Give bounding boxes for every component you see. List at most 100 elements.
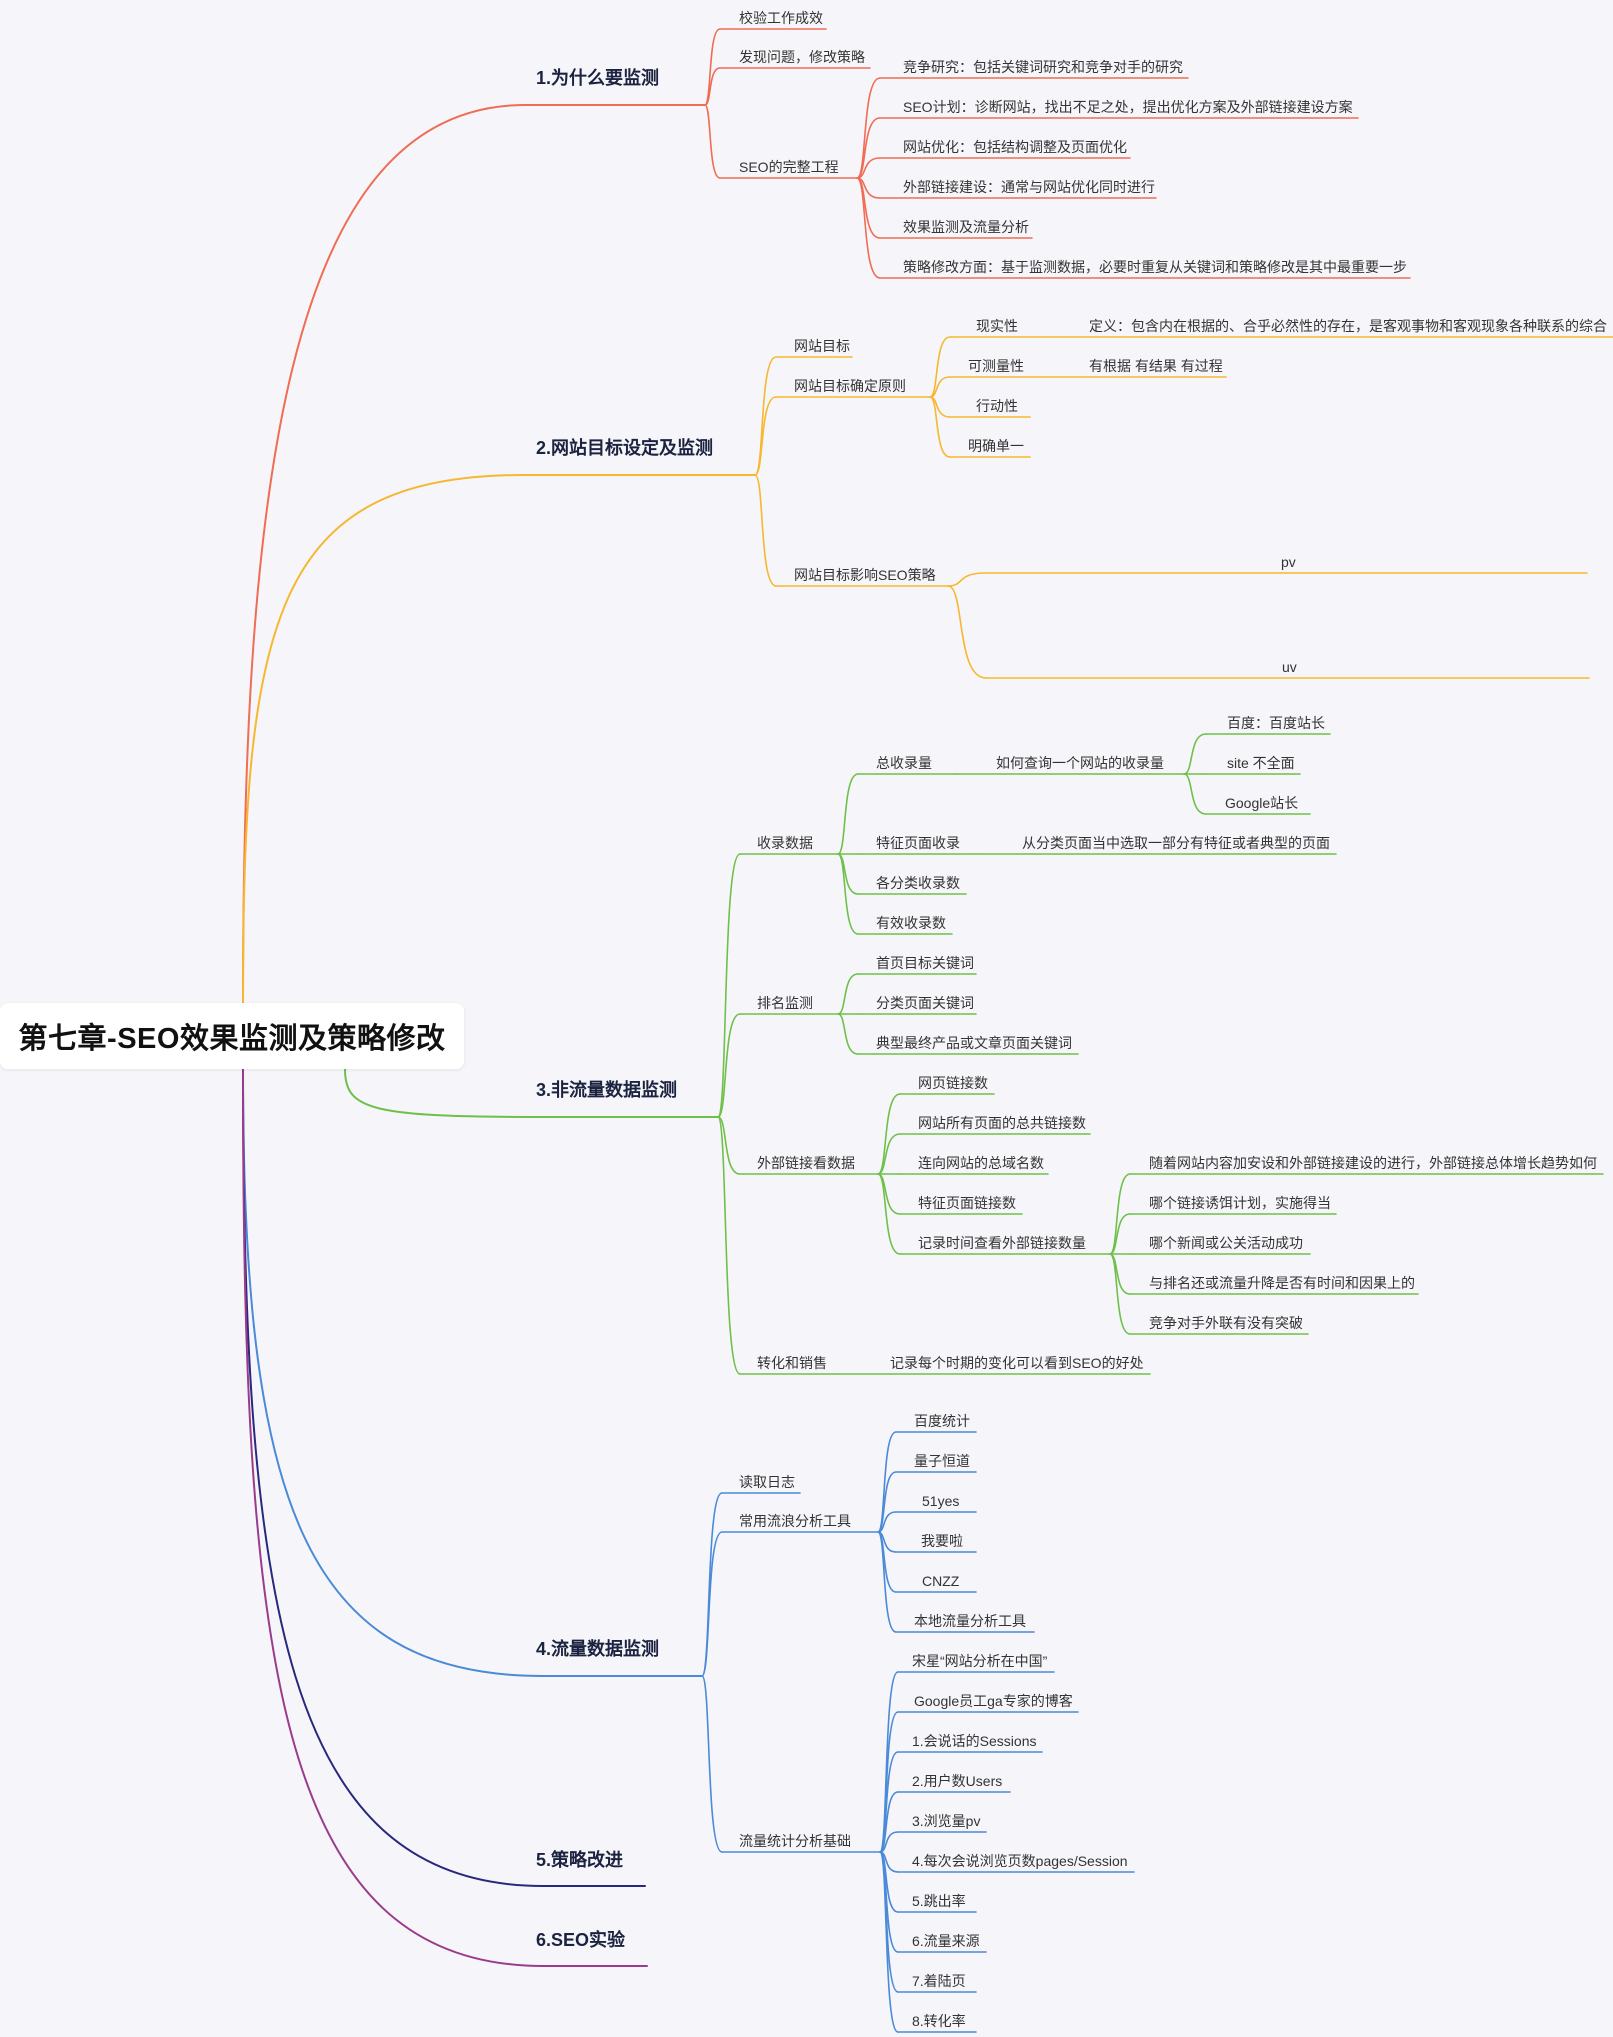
b4-local-tool[interactable]: 本地流量分析工具 bbox=[914, 1613, 1026, 1629]
b2-single[interactable]: 明确单一 bbox=[968, 438, 1024, 454]
connector-52 bbox=[837, 773, 859, 855]
b3-conversion-desc[interactable]: 记录每个时期的变化可以看到SEO的好处 bbox=[890, 1355, 1144, 1371]
b3-valid-index[interactable]: 有效收录数 bbox=[876, 915, 946, 931]
b2-measurable-def[interactable]: 有根据 有结果 有过程 bbox=[1089, 358, 1223, 374]
b4-bounce[interactable]: 5.跳出率 bbox=[912, 1893, 966, 1909]
connector-16 bbox=[856, 157, 881, 179]
b3-cat-kw[interactable]: 分类页面关键词 bbox=[876, 995, 974, 1011]
b4-cnzz[interactable]: CNZZ bbox=[922, 1573, 960, 1589]
b4-google-blog[interactable]: Google员工ga专家的博客 bbox=[914, 1693, 1073, 1709]
connector-46 bbox=[717, 1013, 741, 1118]
b3-all-links[interactable]: 网站所有页面的总共链接数 bbox=[918, 1115, 1086, 1131]
connector-48 bbox=[717, 1116, 741, 1175]
connector-3 bbox=[242, 1068, 703, 1677]
connector-86 bbox=[1109, 1213, 1131, 1255]
b3-domains[interactable]: 连向网站的总域名数 bbox=[918, 1155, 1044, 1171]
connector-58 bbox=[837, 853, 859, 935]
b4-51yes[interactable]: 51yes bbox=[922, 1493, 960, 1509]
connector-44 bbox=[717, 853, 741, 1118]
b1-links[interactable]: 外部链接建设：通常与网站优化同时进行 bbox=[903, 179, 1155, 195]
branch-4-title[interactable]: 4.流量数据监测 bbox=[536, 1639, 660, 1659]
branch-3-title[interactable]: 3.非流量数据监测 bbox=[536, 1080, 678, 1100]
b3-baidu[interactable]: 百度：百度站长 bbox=[1227, 715, 1325, 731]
b3-competitor[interactable]: 竞争对手外联有没有突破 bbox=[1149, 1315, 1303, 1331]
b3-total-index[interactable]: 总收录量 bbox=[876, 755, 932, 771]
b2-uv[interactable]: uv bbox=[1282, 659, 1297, 675]
b3-page-links[interactable]: 网页链接数 bbox=[918, 1075, 988, 1091]
b2-measurable[interactable]: 可测量性 bbox=[968, 358, 1024, 374]
b4-basics[interactable]: 流量统计分析基础 bbox=[739, 1833, 851, 1849]
connector-99 bbox=[701, 1675, 723, 1853]
b3-feature-index[interactable]: 特征页面收录 bbox=[876, 835, 960, 851]
b4-woyaola[interactable]: 我要啦 bbox=[921, 1533, 963, 1549]
b4-pages-session[interactable]: 4.每次会说浏览页数pages/Session bbox=[912, 1853, 1128, 1869]
b2-principles[interactable]: 网站目标确定原则 bbox=[794, 378, 906, 394]
b3-conversion[interactable]: 转化和销售 bbox=[757, 1355, 827, 1371]
b3-ext-links[interactable]: 外部链接看数据 bbox=[757, 1155, 855, 1171]
b3-feature-desc[interactable]: 从分类页面当中选取一部分有特征或者典型的页面 bbox=[1022, 835, 1330, 851]
b4-logs[interactable]: 读取日志 bbox=[739, 1474, 795, 1490]
connector-4 bbox=[242, 1068, 646, 1887]
b3-pr[interactable]: 哪个新闻或公关活动成功 bbox=[1149, 1235, 1303, 1251]
b3-record-links[interactable]: 记录时间查看外部链接数量 bbox=[918, 1235, 1086, 1251]
b3-how-query[interactable]: 如何查询一个网站的收录量 bbox=[996, 755, 1164, 771]
b4-liangzi[interactable]: 量子恒道 bbox=[914, 1453, 970, 1469]
b4-baidu-stats[interactable]: 百度统计 bbox=[914, 1413, 970, 1429]
b4-pv[interactable]: 3.浏览量pv bbox=[912, 1813, 981, 1829]
b2-actionable[interactable]: 行动性 bbox=[976, 398, 1018, 414]
b4-users[interactable]: 2.用户数Users bbox=[912, 1773, 1003, 1789]
b3-final-kw[interactable]: 典型最终产品或文章页面关键词 bbox=[876, 1035, 1072, 1051]
branch-6-title[interactable]: 6.SEO实验 bbox=[536, 1930, 626, 1950]
connector-95 bbox=[701, 1492, 723, 1677]
b3-ranking[interactable]: 排名监测 bbox=[757, 995, 813, 1011]
b4-sources[interactable]: 6.流量来源 bbox=[912, 1933, 980, 1949]
b2-realistic-def[interactable]: 定义：包含内在根据的、合乎必然性的存在，是客观事物和客观现象各种联系的综合 bbox=[1089, 318, 1607, 334]
b1-site-opt[interactable]: 网站优化：包括结构调整及页面优化 bbox=[903, 139, 1127, 155]
b3-google[interactable]: Google站长 bbox=[1225, 795, 1299, 811]
connector-74 bbox=[877, 1093, 901, 1175]
b2-pv[interactable]: pv bbox=[1281, 554, 1296, 570]
b1-strategy[interactable]: 策略修改方面：基于监测数据，必要时重复从关键词和策略修改是其中最重要一步 bbox=[903, 259, 1407, 275]
branch-1-title[interactable]: 1.为什么要监测 bbox=[536, 68, 660, 88]
b2-affects-seo[interactable]: 网站目标影响SEO策略 bbox=[794, 567, 936, 583]
b3-category-index[interactable]: 各分类收录数 bbox=[876, 875, 960, 891]
root-node[interactable]: 第七章-SEO效果监测及策略修改 bbox=[0, 1003, 464, 1069]
connector-40 bbox=[947, 572, 987, 587]
b1-monitor[interactable]: 效果监测及流量分析 bbox=[903, 219, 1029, 235]
b2-site-goal[interactable]: 网站目标 bbox=[794, 338, 850, 354]
b4-conversion-rate[interactable]: 8.转化率 bbox=[912, 2013, 966, 2029]
branch-5-title[interactable]: 5.策略改进 bbox=[536, 1850, 624, 1870]
b4-sessions[interactable]: 1.会说话的Sessions bbox=[912, 1733, 1037, 1749]
connector-131 bbox=[879, 1851, 899, 2033]
connector-20 bbox=[856, 177, 881, 239]
b2-realistic[interactable]: 现实性 bbox=[976, 318, 1018, 334]
connector-10 bbox=[704, 104, 721, 179]
b1-verify[interactable]: 校验工作成效 bbox=[739, 10, 823, 26]
b1-competition[interactable]: 竞争研究：包括关键词研究和竞争对手的研究 bbox=[903, 59, 1183, 75]
connector-8 bbox=[704, 67, 721, 106]
connector-113 bbox=[879, 1671, 899, 1853]
branch-2-title[interactable]: 2.网站目标设定及监测 bbox=[536, 438, 714, 458]
b4-songxing[interactable]: 宋星“网站分析在中国” bbox=[912, 1653, 1048, 1669]
b1-seo-project[interactable]: SEO的完整工程 bbox=[739, 159, 839, 175]
connector-121 bbox=[879, 1831, 899, 1853]
b4-tools[interactable]: 常用流浪分析工具 bbox=[739, 1513, 851, 1529]
b3-bait[interactable]: 哪个链接诱饵计划，实施得当 bbox=[1149, 1195, 1331, 1211]
b3-home-kw[interactable]: 首页目标关键词 bbox=[876, 955, 974, 971]
b4-landing[interactable]: 7.着陆页 bbox=[912, 1973, 966, 1989]
b3-feature-links[interactable]: 特征页面链接数 bbox=[918, 1195, 1016, 1211]
connector-30 bbox=[929, 336, 951, 398]
b1-seo-plan[interactable]: SEO计划：诊断网站，找出不足之处，提出优化方案及外部链接建设方案 bbox=[903, 99, 1353, 115]
b1-find-problems[interactable]: 发现问题，修改策略 bbox=[739, 49, 865, 65]
connector-105 bbox=[877, 1511, 897, 1533]
b3-index-data[interactable]: 收录数据 bbox=[757, 835, 813, 851]
b3-site[interactable]: site 不全面 bbox=[1227, 755, 1295, 771]
b3-correlation[interactable]: 与排名还或流量升降是否有时间和因果上的 bbox=[1149, 1275, 1415, 1291]
connector-6 bbox=[704, 28, 721, 106]
b3-trend[interactable]: 随着网站内容加安设和外部链接建设的进行，外部链接总体增长趋势如何 bbox=[1149, 1155, 1597, 1171]
connector-36 bbox=[929, 396, 951, 458]
connector-111 bbox=[877, 1531, 897, 1633]
connector-72 bbox=[837, 1013, 859, 1055]
